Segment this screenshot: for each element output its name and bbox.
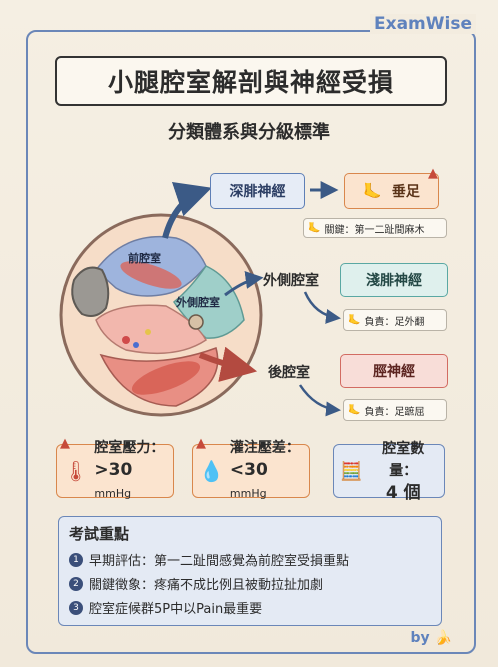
muscle-bundle xyxy=(120,261,182,289)
exam-point-number: 3 xyxy=(69,600,83,615)
byline: by 🍌 xyxy=(411,630,452,646)
foot-icon: 🦶 xyxy=(348,314,361,326)
calculator-icon: 🧮 xyxy=(340,460,363,482)
foot-drop-label: 垂足 xyxy=(391,184,420,200)
superficial-peroneal-note: 🦶 負責：足外翻 xyxy=(343,309,447,331)
byline-text: by xyxy=(410,630,430,646)
exam-point: 1 早期評估：第一二趾間感覺為前腔室受損重點 xyxy=(69,550,431,569)
tibial-note-text: 負責：足蹠屈 xyxy=(364,406,425,418)
deep-peroneal-note-text: 關鍵：第一二趾間麻木 xyxy=(324,224,425,236)
fibula-bone xyxy=(188,314,204,330)
thermometer-icon: 🌡 xyxy=(63,459,89,483)
exam-point: 3 腔室症候群5P中以Pain最重要 xyxy=(69,598,431,617)
exam-point-number: 2 xyxy=(69,576,83,591)
deep-peroneal-nerve-box: 深腓神經 xyxy=(210,173,305,209)
compartment-count-label: 腔室數量： xyxy=(382,441,425,479)
nerve-icon xyxy=(145,329,151,335)
superficial-peroneal-nerve-box: 淺腓神經 xyxy=(340,263,448,297)
perfusion-pressure-label: 灌注壓差： xyxy=(229,440,300,456)
compartment-pressure-label: 腔室壓力： xyxy=(94,440,165,456)
deep-peroneal-nerve-label: 深腓神經 xyxy=(229,184,286,200)
tibial-nerve-box: 脛神經 xyxy=(340,354,448,388)
blood-drop-icon: 💧 xyxy=(199,459,224,483)
foot-icon: 🦶 xyxy=(348,404,361,416)
arrow-to-deep-peroneal xyxy=(162,182,212,239)
exam-point: 2 關鍵徵象：疼痛不成比例且被動拉扯加劇 xyxy=(69,574,431,593)
warning-icon: ▲ xyxy=(428,166,438,181)
compartment-pressure-card: 🌡 腔室壓力： >30 mmHg xyxy=(56,440,174,500)
page-title: 小腿腔室解剖與神經受損 xyxy=(55,56,447,106)
compartment-pressure-unit: mmHg xyxy=(94,487,132,500)
exam-point-text: 關鍵徵象：疼痛不成比例且被動拉扯加劇 xyxy=(89,578,324,593)
arrow-posterior-to-tibial xyxy=(298,384,341,417)
muscle-bundle xyxy=(131,361,201,395)
lateral-compartment-label: 外側腔室 xyxy=(175,295,220,309)
arrow-lateral-to-superficial xyxy=(303,291,341,324)
compartment-count-value: 4 個 xyxy=(385,483,421,503)
anterior-compartment-label: 前腔室 xyxy=(128,251,161,265)
tibial-nerve-label: 脛神經 xyxy=(373,364,415,380)
brand-logo: ExamWise xyxy=(370,14,476,34)
arrow-to-lateral xyxy=(224,270,264,297)
compartment-count-card: 🧮 腔室數量： 4 個 xyxy=(333,441,445,503)
banana-icon: 🍌 xyxy=(434,630,452,646)
superficial-peroneal-nerve-label: 淺腓神經 xyxy=(366,273,422,289)
compartment-pressure-value: >30 xyxy=(94,460,133,480)
exam-point-text: 早期評估：第一二趾間感覺為前腔室受損重點 xyxy=(89,554,350,569)
vessel-icon xyxy=(122,336,130,344)
arrow-to-posterior xyxy=(198,346,258,382)
warning-icon: ▲ xyxy=(60,436,70,451)
exam-point-text: 腔室症候群5P中以Pain最重要 xyxy=(89,602,263,617)
perfusion-pressure-unit: mmHg xyxy=(229,487,267,500)
posterior-compartment-heading: 後腔室 xyxy=(268,365,310,381)
foot-icon: 🦶 xyxy=(363,182,382,200)
foot-icon: 🦶 xyxy=(308,222,321,234)
lateral-compartment-heading: 外側腔室 xyxy=(263,273,319,289)
warning-icon: ▲ xyxy=(196,436,206,451)
leg-cross-section-diagram: 前腔室 外側腔室 xyxy=(59,213,263,417)
page-subtitle: 分類體系與分級標準 xyxy=(168,122,330,143)
exam-points-panel: 考試重點 1 早期評估：第一二趾間感覺為前腔室受損重點 2 關鍵徵象：疼痛不成比… xyxy=(58,516,442,626)
exam-points-heading: 考試重點 xyxy=(69,525,130,543)
exam-point-number: 1 xyxy=(69,552,83,567)
perfusion-pressure-card: 💧 灌注壓差： <30 mmHg xyxy=(192,440,310,500)
perfusion-pressure-value: <30 xyxy=(229,460,268,480)
foot-drop-box: 🦶 垂足 xyxy=(344,173,439,209)
tibial-note: 🦶 負責：足蹠屈 xyxy=(343,399,447,421)
tibia-bone xyxy=(71,266,110,317)
deep-peroneal-note: 🦶 關鍵：第一二趾間麻木 xyxy=(303,218,447,238)
superficial-peroneal-note-text: 負責：足外翻 xyxy=(364,316,425,328)
outer-frame xyxy=(26,30,476,654)
vessel-icon xyxy=(133,342,139,348)
